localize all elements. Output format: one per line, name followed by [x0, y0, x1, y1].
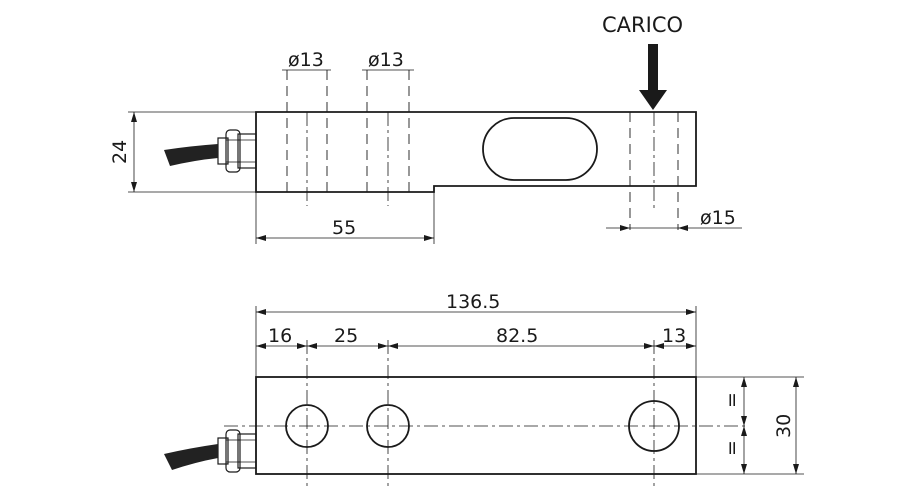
- cable-gland-top: [217, 129, 257, 173]
- oval-slot: [482, 117, 598, 181]
- overall-length-label: 136.5: [446, 291, 500, 313]
- cable-top: [164, 144, 218, 166]
- beam-plan-outline: [255, 376, 697, 475]
- load-arrow-shaft: [648, 44, 658, 90]
- cable-bottom: [164, 444, 218, 470]
- bottom-view: 136.5 16 25 82.5 13 = = 30: [164, 291, 804, 488]
- width-dim-label: 30: [773, 414, 795, 438]
- seg-3-label: 82.5: [496, 325, 538, 347]
- seg-2-label: 25: [334, 325, 358, 347]
- height-dim-label: 24: [109, 140, 131, 164]
- hole-dia-label-2: ø13: [368, 49, 404, 71]
- length-dim-label: 55: [332, 217, 356, 239]
- hole-dia-label-1: ø13: [288, 49, 324, 71]
- load-label: CARICO: [602, 13, 683, 37]
- seg-4-label: 13: [662, 325, 686, 347]
- load-arrow-head: [639, 90, 667, 110]
- equal-mark-1: =: [721, 392, 743, 408]
- top-view: ø13 ø13 ø15 CARICO 24 55: [109, 13, 742, 244]
- cable-gland-bottom: [217, 429, 257, 473]
- seg-1-label: 16: [268, 325, 292, 347]
- equal-mark-2: =: [721, 440, 743, 456]
- load-hole-dia-label: ø15: [700, 207, 736, 229]
